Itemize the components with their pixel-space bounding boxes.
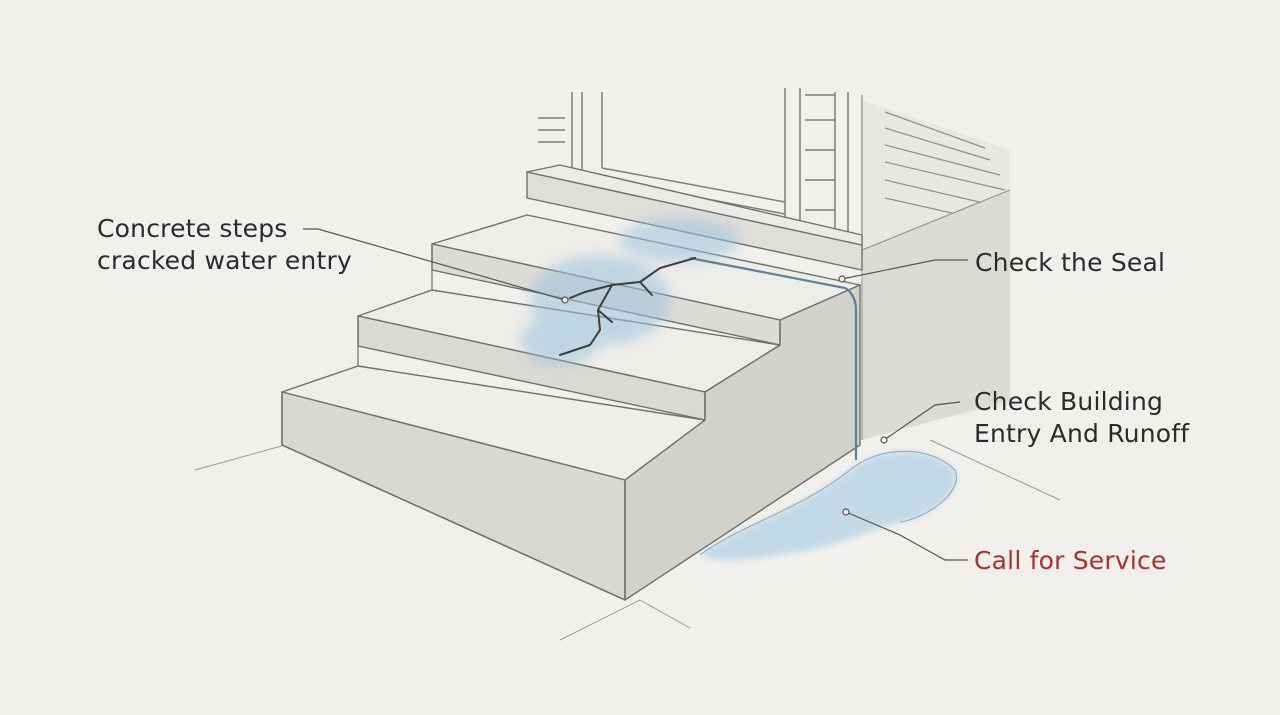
- door-frame-icon: [538, 88, 849, 240]
- label-concrete-steps-line2: cracked water entry: [97, 246, 352, 275]
- step-edges: [357, 244, 781, 600]
- label-concrete-steps-line1: Concrete steps: [97, 214, 288, 243]
- ground-lines: [194, 439, 1061, 641]
- label-call-service: Call for Service: [974, 546, 1167, 575]
- label-check-seal: Check the Seal: [975, 248, 1166, 277]
- seal-line: [689, 256, 858, 460]
- water-puddle-icon: [699, 450, 957, 561]
- label-check-building-line1: Check Building: [974, 387, 1164, 416]
- label-check-building: Check Building Entry And Runoff: [974, 386, 1189, 450]
- leader-lines: [303, 228, 968, 561]
- building-siding: [861, 95, 1011, 440]
- label-check-building-line2: Entry And Runoff: [974, 419, 1190, 448]
- water-stains: [520, 218, 740, 365]
- label-concrete-steps: Concrete steps cracked water entry: [97, 213, 352, 277]
- crack-icon: [559, 257, 696, 356]
